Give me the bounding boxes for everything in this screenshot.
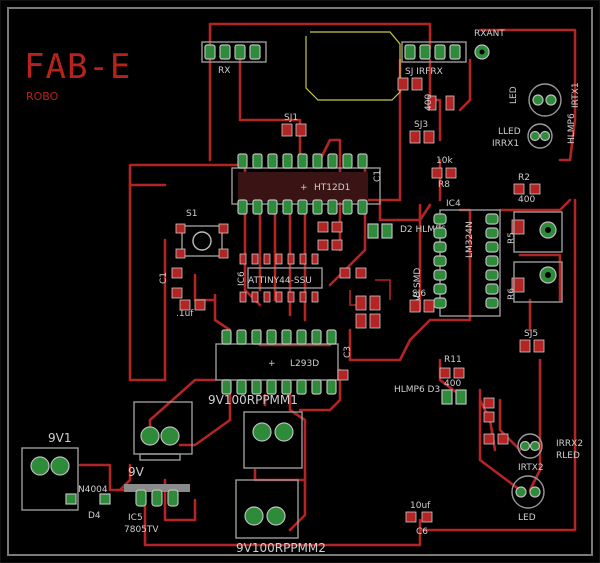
svg-text:R6: R6 bbox=[507, 288, 517, 300]
svg-text:SJ5: SJ5 bbox=[524, 329, 538, 339]
terminal-motor2-lower: 9V100RPPMM2 bbox=[235, 479, 326, 555]
svg-text:N4004: N4004 bbox=[78, 485, 108, 495]
svg-text:IC4: IC4 bbox=[446, 199, 461, 209]
led-irtx1: LED IRTX1 bbox=[509, 82, 581, 117]
resistors-top: 400 bbox=[424, 94, 455, 111]
svg-text:+: + bbox=[268, 359, 276, 369]
svg-text:AD SMD: AD SMD bbox=[413, 268, 423, 304]
ht12d1-pins-top bbox=[237, 153, 368, 169]
svg-text:IC6: IC6 bbox=[237, 271, 247, 286]
jumper-sj3: SJ3 bbox=[409, 120, 435, 144]
label-9v: 9V bbox=[128, 465, 145, 479]
rf-module bbox=[305, 31, 401, 101]
svg-text:9V1: 9V1 bbox=[48, 431, 71, 445]
resistor-r11: R11 400 bbox=[439, 355, 465, 389]
svg-text:LED: LED bbox=[518, 513, 536, 523]
svg-text:R2: R2 bbox=[518, 173, 530, 183]
svg-text:400: 400 bbox=[444, 379, 461, 389]
svg-text:400: 400 bbox=[424, 94, 434, 111]
svg-text:SJ3: SJ3 bbox=[414, 120, 428, 130]
label-9v100rppmm1: 9V100RPPMM1 bbox=[208, 393, 298, 407]
ic-attiny44: ATTINY44-SSU IC6 bbox=[237, 253, 323, 303]
smd-cluster-mid: AD SMD bbox=[317, 221, 423, 329]
label-sj-irfrx: SJ IRFRX bbox=[405, 67, 443, 77]
svg-text:HLMP6: HLMP6 bbox=[567, 113, 577, 144]
svg-text:R11: R11 bbox=[444, 355, 462, 365]
svg-text:LED: LED bbox=[509, 86, 519, 104]
svg-text:400: 400 bbox=[518, 195, 535, 205]
svg-text:C6: C6 bbox=[416, 527, 428, 537]
svg-text:IRRX2: IRRX2 bbox=[556, 439, 583, 449]
svg-text:LM324N: LM324N bbox=[465, 221, 475, 258]
label-ht12d1: HT12D1 bbox=[314, 183, 350, 193]
ht12d1-pins-bottom bbox=[237, 199, 368, 215]
terminal-motor1 bbox=[133, 401, 193, 461]
resistor-r2: R2 400 bbox=[513, 173, 541, 205]
svg-text:D4: D4 bbox=[88, 511, 101, 521]
resistor-r6: R6 bbox=[507, 277, 525, 300]
l293d-pins-bottom bbox=[221, 379, 337, 395]
l293d-pins-top bbox=[221, 329, 337, 345]
label-9v100rppmm2: 9V100RPPMM2 bbox=[236, 541, 326, 555]
svg-text:IRTX1: IRTX1 bbox=[571, 82, 581, 108]
svg-text:IRTX2: IRTX2 bbox=[518, 463, 544, 473]
potentiometer-1 bbox=[513, 211, 563, 253]
svg-text:C1: C1 bbox=[373, 170, 383, 182]
svg-text:10k: 10k bbox=[436, 156, 453, 166]
terminal-9v1: 9V1 bbox=[21, 431, 79, 511]
svg-text:HLMP6 D3: HLMP6 D3 bbox=[394, 385, 440, 395]
label-rxant: RXANT bbox=[474, 29, 505, 39]
label-rx: RX bbox=[218, 66, 230, 76]
led-irrx1: LLED IRRX1 HLMP6 bbox=[492, 113, 577, 149]
led-d2: D2 HLMP6 bbox=[367, 223, 446, 239]
ic-ht12d1: + HT12D1 C1 bbox=[231, 153, 383, 215]
svg-text:S1: S1 bbox=[186, 209, 197, 219]
board-title: FAB-E bbox=[24, 47, 131, 87]
svg-text:C1: C1 bbox=[159, 272, 169, 284]
svg-text:SJ6: SJ6 bbox=[412, 289, 426, 299]
rx-antenna: RXANT bbox=[474, 29, 505, 60]
led-irrx2: IRRX2 RLED bbox=[517, 433, 583, 461]
regulator-ic5: IC5 7805TV bbox=[124, 484, 190, 535]
board-outline bbox=[7, 7, 593, 556]
header-irfrx: SJ IRFRX bbox=[397, 41, 467, 91]
resistor-r8: 10k R8 bbox=[431, 156, 457, 190]
svg-text:IRRX1: IRRX1 bbox=[492, 139, 519, 149]
svg-text:D2 HLMP6: D2 HLMP6 bbox=[400, 225, 446, 235]
svg-text:LLED: LLED bbox=[498, 127, 521, 137]
svg-text:+: + bbox=[300, 183, 308, 193]
svg-text:C3: C3 bbox=[343, 346, 353, 358]
svg-text:IC5: IC5 bbox=[128, 513, 143, 523]
capacitor-c6: 10uf C6 bbox=[405, 501, 433, 537]
switch-s1: S1 bbox=[175, 209, 229, 259]
svg-text:SJ1: SJ1 bbox=[284, 113, 298, 123]
capacitor-c2 bbox=[179, 299, 206, 311]
traces bbox=[78, 22, 577, 547]
capacitor-c1: C1 .1uf bbox=[159, 267, 194, 319]
jumper-sj6: SJ6 bbox=[409, 289, 435, 313]
ic-l293d: + L293D C3 bbox=[215, 329, 353, 395]
svg-text:R8: R8 bbox=[438, 180, 450, 190]
terminal-motor2 bbox=[243, 411, 303, 469]
diode-d4: N4004 D4 bbox=[65, 485, 111, 521]
svg-text:R5: R5 bbox=[507, 232, 517, 244]
svg-text:RLED: RLED bbox=[556, 451, 580, 461]
jumper-sj5: SJ5 bbox=[519, 329, 545, 353]
svg-text:7805TV: 7805TV bbox=[124, 525, 159, 535]
led-d3: HLMP6 D3 bbox=[394, 385, 509, 445]
led-irtx2: IRTX2 LED bbox=[511, 463, 545, 523]
svg-text:ATTINY44-SSU: ATTINY44-SSU bbox=[248, 276, 312, 286]
jumper-sj1: SJ1 bbox=[281, 113, 307, 137]
label-l293d: L293D bbox=[290, 359, 319, 369]
potentiometer-2 bbox=[513, 261, 563, 303]
header-rx: RX bbox=[201, 41, 267, 76]
svg-text:10uf: 10uf bbox=[410, 501, 431, 511]
svg-text:.1uf: .1uf bbox=[176, 309, 194, 319]
board-subtitle: ROBO bbox=[26, 90, 59, 103]
ic-lm324n: IC4 LM324N bbox=[433, 199, 501, 317]
resistor-r5: R5 bbox=[507, 219, 525, 244]
